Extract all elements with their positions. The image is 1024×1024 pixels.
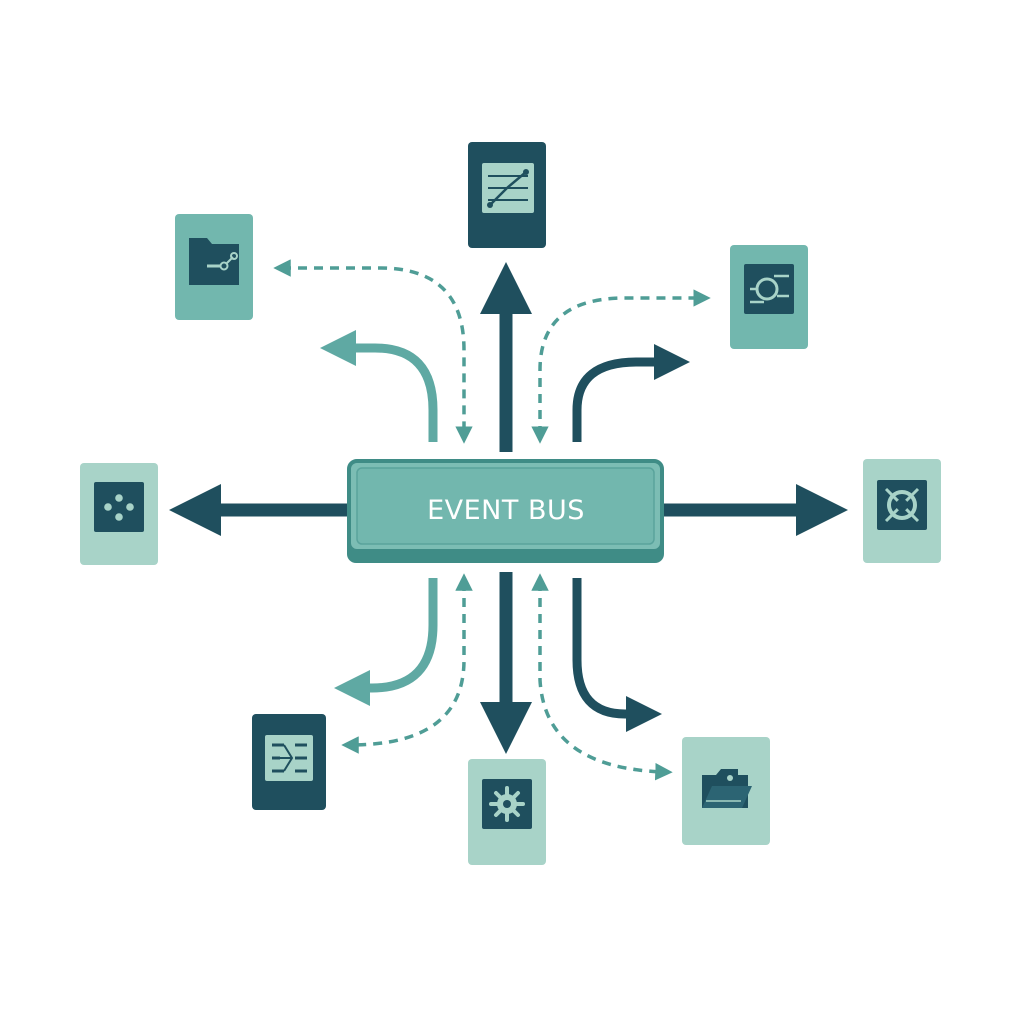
- settings-panel-icon: [744, 264, 794, 314]
- gear-icon: [482, 779, 532, 829]
- service-top-left: [175, 214, 253, 320]
- service-bottom: [468, 759, 546, 865]
- arrow-curve-lower-right: [572, 578, 662, 732]
- event-bus-label: EVENT BUS: [427, 495, 585, 526]
- workflow-icon: [482, 163, 534, 213]
- arrow-curve-lower-left: [334, 578, 438, 706]
- service-top: [468, 142, 546, 248]
- service-top-right: [730, 245, 808, 349]
- arrow-curve-upper-right: [572, 344, 690, 442]
- ring-icon: [877, 480, 927, 530]
- dashed-arrow-bottom-right: [531, 573, 673, 781]
- event-bus-inner: [356, 467, 655, 545]
- event-bus: EVENT BUS: [347, 459, 664, 563]
- dashed-arrow-bottom-left: [341, 573, 473, 754]
- folder-icon: [702, 769, 752, 808]
- dashed-arrow-top-left: [273, 259, 473, 444]
- hub-icon: [94, 482, 144, 532]
- service-right: [863, 459, 941, 563]
- arrow-curve-upper-left: [320, 330, 438, 442]
- connectors: [169, 259, 848, 781]
- folder-share-icon: [189, 238, 239, 285]
- service-bottom-right: [682, 737, 770, 845]
- service-bottom-left: [252, 714, 326, 810]
- hierarchy-icon: [265, 735, 313, 781]
- service-left: [80, 463, 158, 565]
- dashed-arrow-top-right: [531, 289, 711, 444]
